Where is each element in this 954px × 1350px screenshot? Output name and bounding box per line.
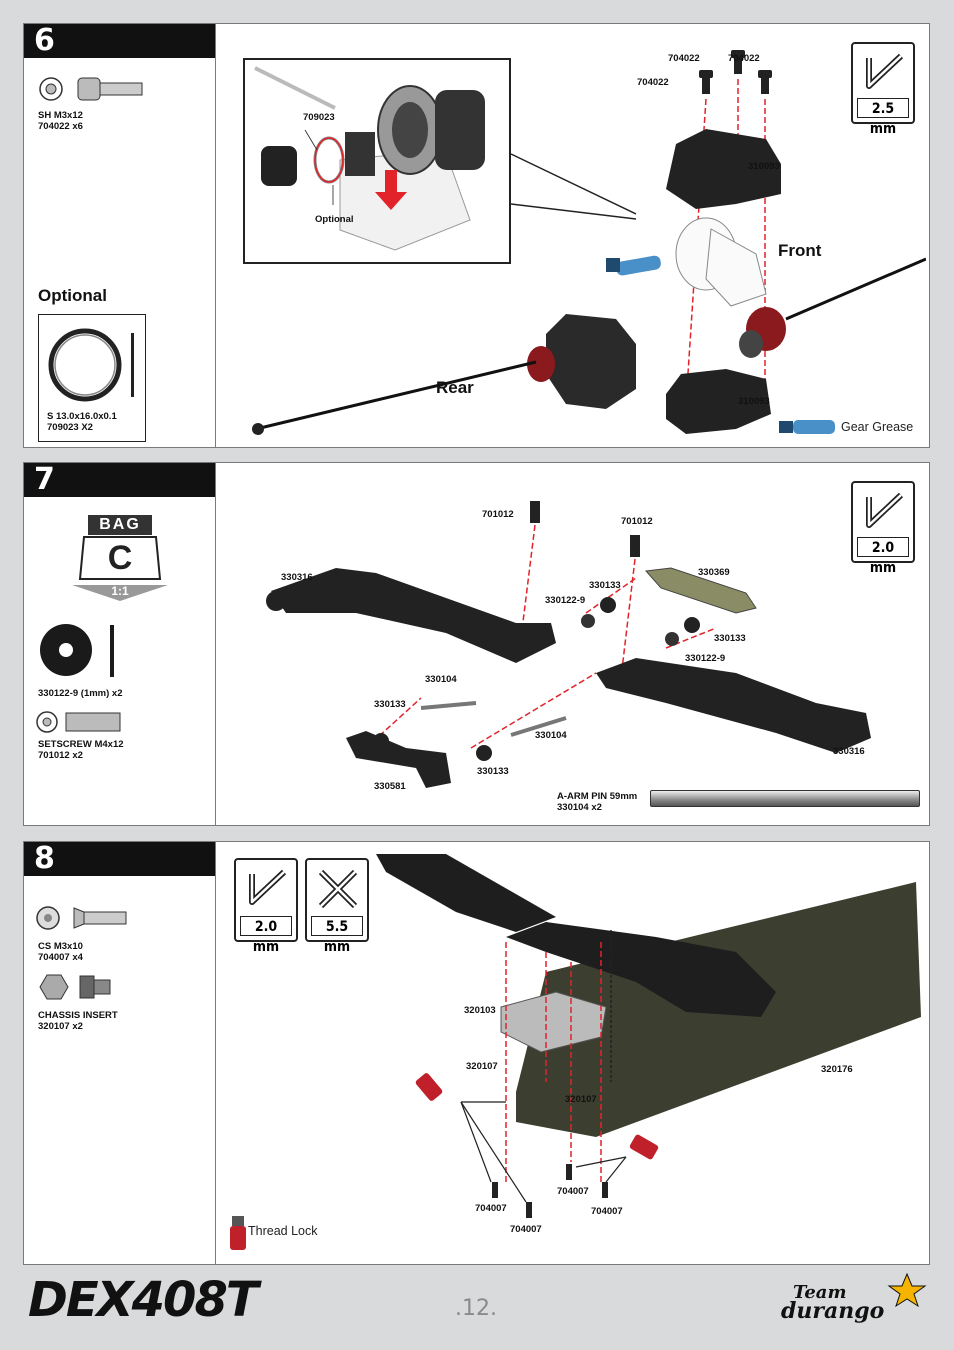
- bag-shape: [72, 515, 168, 601]
- shim-washer-icon: [40, 624, 114, 677]
- part-code: 320107 x2: [38, 1021, 83, 1032]
- a-arm-illustration: [266, 501, 871, 788]
- step-6-sidebar: 6 SH M3x12 704022 x6 Optional S 13.0x16.…: [24, 24, 215, 447]
- pin-length-name: A-ARM PIN 59mm: [557, 791, 638, 802]
- plate-label: 320103: [464, 1005, 496, 1016]
- screw-label-c: 704007: [591, 1206, 623, 1217]
- step-7-diagram: 701012 701012 330316 330369 330133 33012…: [215, 463, 929, 825]
- insert-label-a: 320107: [466, 1061, 498, 1072]
- tool-size-label: 5.5 mm: [311, 916, 363, 955]
- screw-label-b: 704022: [728, 53, 760, 64]
- screw-label-a: 704022: [668, 53, 700, 64]
- inset-optional-label: Optional: [315, 214, 354, 225]
- pin-label-b: 330104: [535, 730, 567, 741]
- hex-wrench-icon: [249, 869, 287, 905]
- chassis-insert-icon: [39, 974, 111, 1000]
- hex-wrench-icon: [866, 492, 904, 528]
- cross-wrench-icon: [318, 869, 358, 909]
- setscrew-icon: [36, 711, 121, 733]
- insert-label-b: 320107: [565, 1094, 597, 1105]
- screw-label-b: 704007: [475, 1203, 507, 1214]
- pin-label-a: 330104: [425, 674, 457, 685]
- bag-letter: C: [107, 539, 133, 577]
- arm-label-b: 330316: [833, 746, 865, 757]
- gear-grease-label: Gear Grease: [841, 420, 914, 434]
- bag-title: BAG: [99, 516, 141, 533]
- callout-lines: [510, 153, 637, 220]
- brand-durango: durango: [781, 1298, 885, 1324]
- hex-wrench-tool: 2.5 mm: [851, 42, 915, 137]
- arm-label-a: 330316: [281, 572, 313, 583]
- shim-label-a: 330122-9: [545, 595, 586, 606]
- step-number: 8: [24, 842, 215, 876]
- screw-label-d: 704007: [510, 1224, 542, 1235]
- hex-wrench-tool: 2.0 mm: [851, 481, 915, 576]
- hex-wrench-icon: [866, 53, 904, 89]
- case-top-label: 310093: [748, 161, 780, 172]
- step-6-panel: 6 SH M3x12 704022 x6 Optional S 13.0x16.…: [23, 23, 930, 448]
- setscrew-label-a: 701012: [482, 509, 514, 520]
- bag-icon: BAG C 1:1: [72, 513, 168, 603]
- spacer-label-d: 330133: [477, 766, 509, 777]
- hex-wrench-tool: 2.0 mm: [234, 858, 298, 955]
- step-number: 7: [24, 463, 215, 497]
- brand-logo-left: DEX408T: [28, 1272, 259, 1328]
- shim-ring-icon: [48, 328, 134, 402]
- pin-length-code: 330104 x2: [557, 802, 602, 813]
- differential-illustration: [252, 50, 926, 435]
- bag-scale: 1:1: [111, 584, 129, 598]
- shim-label-b: 330122-9: [685, 653, 726, 664]
- tool-size-label: 2.0 mm: [240, 916, 292, 955]
- optional-part-box: S 13.0x16.0x0.1 709023 X2: [38, 314, 146, 442]
- part-name: 330122-9 (1mm) x2: [38, 688, 123, 699]
- tool-size-label: 2.5 mm: [857, 98, 909, 137]
- socket-wrench-tool: 5.5 mm: [305, 858, 369, 955]
- screw-label-c: 704022: [637, 77, 669, 88]
- optional-heading: Optional: [38, 286, 107, 305]
- inset-detail-box: 709023 Optional: [243, 58, 511, 264]
- block-label: 330581: [374, 781, 406, 792]
- step-7-panel: 7 BAG C 1:1 330122-9 (1mm) x2 SETSCREW M…: [23, 462, 930, 826]
- chassis-illustration: [230, 854, 921, 1250]
- spacer-label-b: 330133: [714, 633, 746, 644]
- brand-team: Team: [793, 1282, 847, 1303]
- step-8-sidebar: 8 CS M3x10 704007 x4 CHASSIS INSERT 3201…: [24, 842, 215, 1264]
- front-label: Front: [778, 241, 822, 260]
- part-code: 701012 x2: [38, 750, 83, 761]
- screw-label-a: 704007: [557, 1186, 589, 1197]
- thread-lock-label: Thread Lock: [248, 1224, 318, 1238]
- spacer-label-c: 330133: [374, 699, 406, 710]
- page-number: .12.: [455, 1296, 497, 1321]
- step-7-sidebar: 7 BAG C 1:1 330122-9 (1mm) x2 SETSCREW M…: [24, 463, 215, 825]
- pin-scale-bar: [650, 790, 920, 807]
- holder-label: 330369: [698, 567, 730, 578]
- rear-label: Rear: [436, 378, 474, 397]
- tool-size-label: 2.0 mm: [857, 537, 909, 576]
- step-8-panel: 8 CS M3x10 704007 x4 CHASSIS INSERT 3201…: [23, 841, 930, 1265]
- step-6-diagram: 709023 Optional: [215, 24, 929, 447]
- part-code: 704022 x6: [38, 121, 83, 132]
- step-8-diagram: 320103 320107 320107 320176 704007 70400…: [215, 842, 929, 1264]
- part-name: CS M3x10: [38, 941, 83, 952]
- screw-icon: [39, 77, 143, 101]
- chassis-label: 320176: [821, 1064, 853, 1075]
- grease-tube-icon: [779, 420, 835, 434]
- part-name: SETSCREW M4x12: [38, 739, 124, 750]
- inset-illustration: [254, 66, 485, 251]
- case-bottom-label: 310093: [738, 396, 770, 407]
- spacer-label-a: 330133: [589, 580, 621, 591]
- part-code: 704007 x4: [38, 952, 83, 963]
- optional-part-code: 709023 X2: [47, 422, 93, 433]
- optional-part-name: S 13.0x16.0x0.1: [47, 411, 117, 422]
- step-number: 6: [24, 24, 215, 58]
- setscrew-label-b: 701012: [621, 516, 653, 527]
- inset-part-label: 709023: [303, 112, 335, 123]
- star-icon: [887, 1272, 927, 1308]
- part-name: CHASSIS INSERT: [38, 1010, 118, 1021]
- part-name: SH M3x12: [38, 110, 83, 121]
- brand-logo-right: Team durango: [775, 1272, 935, 1330]
- countersunk-screw-icon: [36, 906, 127, 930]
